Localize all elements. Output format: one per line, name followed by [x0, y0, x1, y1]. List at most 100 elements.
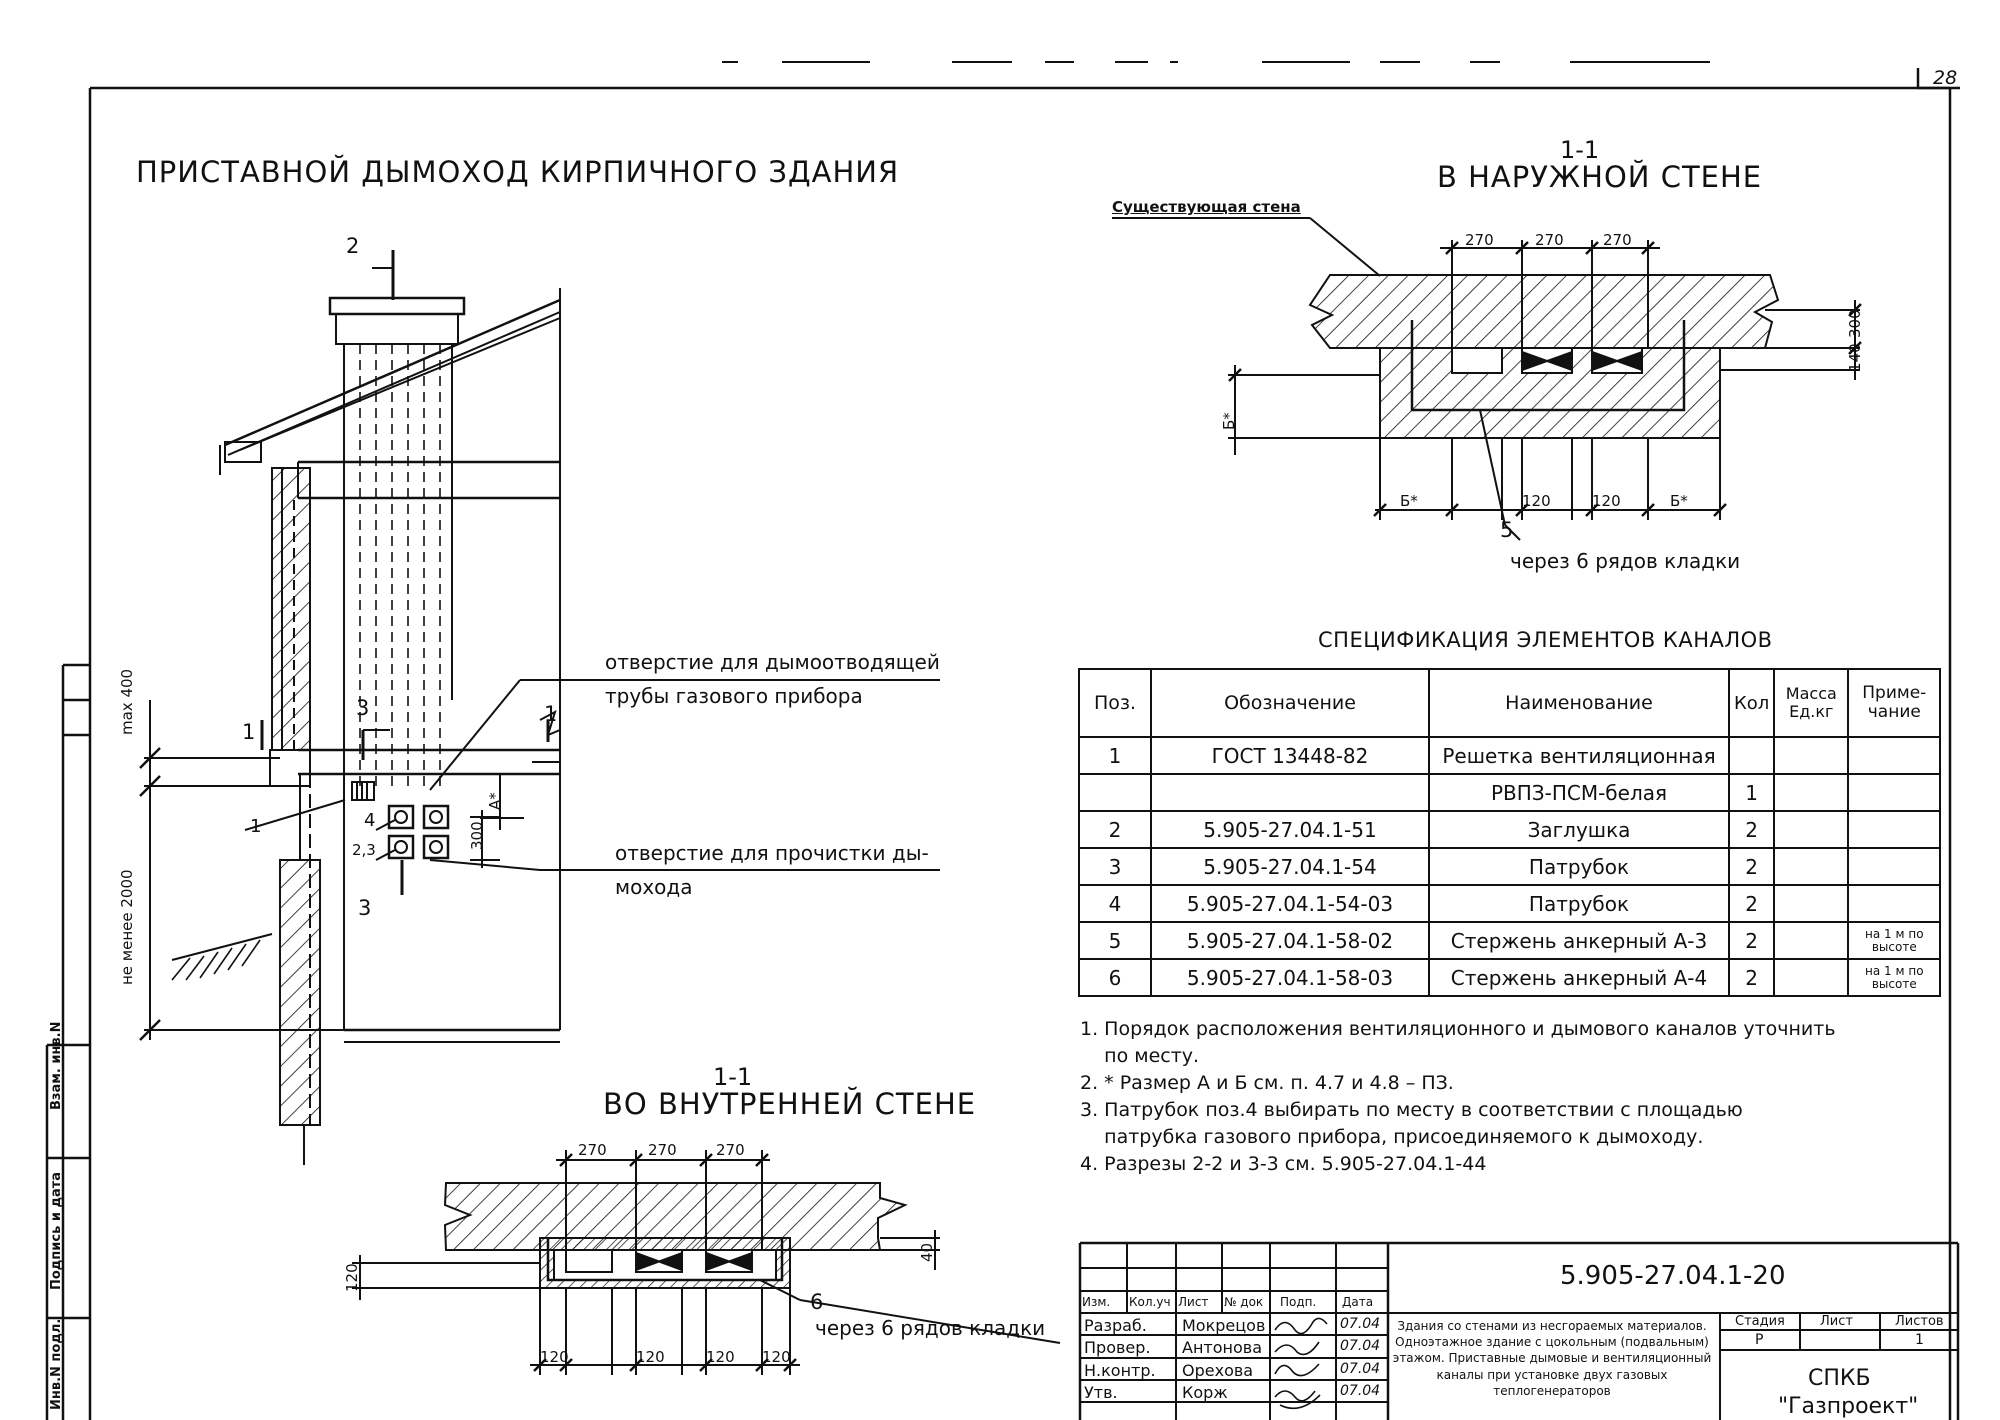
pos-mark-4: 4: [364, 810, 376, 831]
dim-inner-270-3: 270: [716, 1141, 745, 1159]
dim-inner-40: 40: [918, 1242, 936, 1262]
callout-flue-opening-1: отверстие для дымоотводящей: [605, 650, 940, 674]
dim-max400: max 400: [118, 668, 136, 735]
spec-col-qty: Кол: [1727, 668, 1776, 738]
spec-cell: Патрубок: [1428, 847, 1730, 886]
spec-cell: 6: [1078, 958, 1152, 997]
stamp-role: Провер.: [1084, 1338, 1151, 1357]
stamp-col-koluch: Кол.уч: [1129, 1295, 1171, 1309]
spec-cell: [1150, 773, 1430, 812]
section-inner-wall: [352, 1150, 1061, 1375]
spec-cell: [1773, 884, 1850, 923]
dim-min2000: не менее 2000: [118, 869, 136, 985]
section-outer-wall: [1112, 217, 1862, 541]
spec-cell: 5: [1078, 921, 1152, 960]
spec-cell: 3: [1078, 847, 1152, 886]
dim-outer-270-2: 270: [1535, 231, 1564, 249]
dim-outer-120-1: 120: [1522, 492, 1551, 510]
spec-cell: 5.905-27.04.1-58-03: [1150, 958, 1430, 997]
spec-cell: Патрубок: [1428, 884, 1730, 923]
spec-header-row: Поз. Обозначение Наименование Кол Масса …: [1078, 668, 1942, 738]
spec-cell: ГОСТ 13448-82: [1150, 736, 1430, 775]
spec-cell: 2: [1078, 810, 1152, 849]
spec-cell: РВПЗ-ПСМ-белая: [1428, 773, 1730, 812]
spec-cell: 2: [1727, 921, 1776, 960]
pos-mark-2-3: 2,3: [352, 841, 376, 859]
dim-outer-b-2: Б*: [1670, 492, 1688, 510]
org-name-2: "Газпроект": [1778, 1394, 1919, 1419]
spec-cell: 2: [1727, 847, 1776, 886]
note-line: 1. Порядок расположения вентиляционного …: [1080, 1018, 1836, 1040]
stamp-col-date: Дата: [1342, 1295, 1374, 1309]
stamp-col-doc: № док: [1224, 1295, 1264, 1309]
dim-outer-120-2: 120: [1592, 492, 1621, 510]
margin-sign-date: Подпись и дата: [49, 1171, 64, 1290]
stamp-col-list: Лист: [1178, 1295, 1209, 1309]
note-line: по месту.: [1080, 1045, 1200, 1067]
stamp-description: Здания со стенами из несгораемых материа…: [1392, 1319, 1712, 1398]
note-line: патрубка газового прибора, присоединяемо…: [1080, 1126, 1704, 1148]
callout-cleanout-1: отверстие для прочистки ды-: [615, 841, 929, 865]
pos-mark-6: 6: [810, 1290, 824, 1314]
stamp-name: Мокрецов: [1182, 1316, 1266, 1335]
cut-mark-1-left: 1: [242, 720, 256, 744]
spec-table: Поз. Обозначение Наименование Кол Масса …: [1078, 668, 1942, 997]
stamp-name: Орехова: [1182, 1361, 1254, 1380]
stamp-stage-label: Стадия: [1735, 1314, 1785, 1329]
dim-outer-b-left: Б*: [1220, 412, 1238, 430]
inner-section-mark: 1-1: [713, 1063, 753, 1091]
dim-inner-270-2: 270: [648, 1141, 677, 1159]
stamp-date: 07.04: [1340, 1316, 1381, 1332]
notes-block: 1. Порядок расположения вентиляционного …: [1080, 1016, 1836, 1178]
page-number: 28: [1933, 67, 1958, 89]
margin-inv-no: Взам. инв.N: [49, 1021, 64, 1110]
spec-cell: 1: [1727, 773, 1776, 812]
stamp-sheet-label: Лист: [1820, 1314, 1853, 1329]
main-title: ПРИСТАВНОЙ ДЫМОХОД КИРПИЧНОГО ЗДАНИЯ: [136, 155, 900, 189]
cut-mark-2: 2: [346, 234, 360, 258]
spec-cell: Стержень анкерный А-3: [1428, 921, 1730, 960]
dim-outer-b-1: Б*: [1400, 492, 1418, 510]
dim-300-elev: 300: [468, 821, 486, 850]
spec-cell: 5.905-27.04.1-54: [1150, 847, 1430, 886]
spec-cell: 2: [1727, 810, 1776, 849]
stamp-col-izm: Изм.: [1082, 1295, 1111, 1309]
margin-stamp: [45, 663, 90, 1420]
spec-cell: [1773, 810, 1850, 849]
spec-cell: [1847, 773, 1942, 812]
cut-mark-1-right: 1: [544, 702, 558, 726]
spec-cell: 2: [1727, 958, 1776, 997]
spec-title: СПЕЦИФИКАЦИЯ ЭЛЕМЕНТОВ КАНАЛОВ: [1318, 628, 1773, 652]
stamp-sheets-label: Листов: [1895, 1314, 1944, 1329]
spec-cell: [1847, 810, 1942, 849]
page-number-box: [1916, 68, 1960, 90]
note-line: 4. Разрезы 2-2 и 3-3 см. 5.905-27.04.1-4…: [1080, 1153, 1487, 1175]
dim-a-star: А*: [486, 792, 504, 810]
dim-outer-300: 300: [1846, 309, 1864, 338]
spec-col-pos: Поз.: [1078, 668, 1152, 738]
spec-cell: на 1 м по высоте: [1847, 921, 1942, 960]
doc-code: 5.905-27.04.1-20: [1560, 1261, 1786, 1291]
spec-cell: [1847, 736, 1942, 775]
callout-flue-opening-2: трубы газового прибора: [605, 684, 863, 708]
spec-cell: Заглушка: [1428, 810, 1730, 849]
spec-col-designation: Обозначение: [1150, 668, 1430, 738]
spec-cell: [1847, 847, 1942, 886]
pos-mark-1: 1: [250, 816, 262, 837]
spec-col-name: Наименование: [1428, 668, 1730, 738]
spec-col-note: Приме- чание: [1847, 668, 1942, 738]
spec-cell: [1078, 773, 1152, 812]
spec-cell: 1: [1078, 736, 1152, 775]
dim-inner-270-1: 270: [578, 1141, 607, 1159]
spec-cell: [1847, 884, 1942, 923]
stamp-role: Утв.: [1084, 1383, 1118, 1402]
spec-cell: 5.905-27.04.1-58-02: [1150, 921, 1430, 960]
spec-cell: 5.905-27.04.1-54-03: [1150, 884, 1430, 923]
